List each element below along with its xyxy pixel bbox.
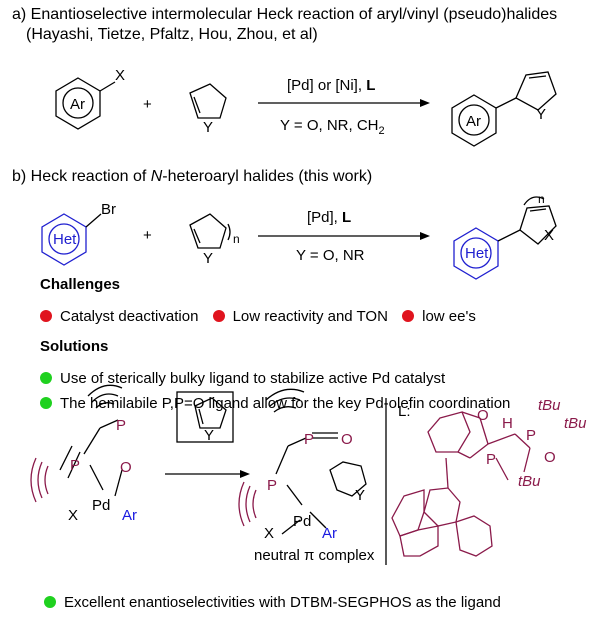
green-bullet-icon	[40, 397, 52, 409]
br-label: Br	[101, 201, 116, 218]
aryl-halide-structure	[55, 77, 116, 130]
footer-text: Excellent enantioselectivities with DTBM…	[64, 594, 501, 611]
arc-left-3	[30, 457, 37, 503]
ligand-p-oxide: P	[526, 427, 536, 444]
red-bullet-icon	[40, 310, 52, 322]
mech-arrow-head	[240, 470, 250, 478]
mech-left-pd: Pd	[92, 497, 110, 514]
solution-text: Use of sterically bulky ligand to stabil…	[60, 370, 446, 387]
reagent-box	[176, 391, 234, 443]
product-b-alkene	[497, 196, 557, 245]
pd-complex-right	[265, 388, 367, 535]
mech-right-p-top: P	[304, 431, 314, 448]
pd-complex-left	[59, 384, 123, 497]
cyclic-alkene-a	[189, 83, 227, 119]
ligand-p-ring: P	[486, 451, 496, 468]
ligand-o: O	[477, 407, 489, 424]
mech-reagent-y: Y	[204, 427, 214, 444]
mech-right-y: Y	[355, 487, 365, 504]
y-options-b: Y = O, NR	[296, 247, 365, 264]
arc-left-1	[44, 465, 49, 495]
arc-right-3	[238, 481, 245, 527]
plus-sign-b: +	[143, 227, 152, 244]
conditions-b-ligand: L	[342, 209, 351, 226]
solutions-heading: Solutions	[40, 338, 109, 355]
mech-left-p-top: P	[116, 417, 126, 434]
ligand-tbu-3: tBu	[518, 473, 541, 490]
challenges-heading: Challenges	[40, 276, 121, 293]
product-a-y: Y	[536, 106, 546, 123]
section-b-title-post: -heteroaryl halides (this work)	[162, 168, 373, 185]
alkene-y-label-a: Y	[203, 119, 213, 136]
product-a-structure	[451, 71, 557, 147]
section-a-authors: (Hayashi, Tietze, Pfaltz, Hou, Zhou, et …	[26, 26, 318, 43]
het-label: Het	[53, 231, 77, 248]
y-options-a-sub: 2	[379, 125, 385, 137]
solution-text: The hemilabile P,P=O ligand allow for th…	[60, 395, 511, 412]
plus-sign-a: +	[143, 96, 152, 113]
y-options-a-text: Y = O, NR, CH	[280, 117, 379, 134]
conditions-b: [Pd], L	[307, 209, 351, 226]
product-b-x: X	[544, 227, 554, 244]
product-b-het: Het	[465, 245, 489, 262]
ligand-tag: L:	[398, 403, 411, 420]
c-br-bond	[85, 213, 102, 228]
solution-item-2: The hemilabile P,P=O ligand allow for th…	[40, 395, 510, 412]
product-b-n: n	[538, 192, 545, 206]
mech-right-pd: Pd	[293, 513, 311, 530]
section-a-title: a) Enantioselective intermolecular Heck …	[12, 6, 558, 23]
mech-right-p: P	[267, 477, 277, 494]
conditions-a-ligand: L	[366, 77, 375, 94]
arrow-head-b	[420, 232, 430, 240]
ligand-structure	[391, 411, 531, 557]
green-bullet-icon	[40, 372, 52, 384]
mech-right-o: O	[341, 431, 353, 448]
alkene-y-label-b: Y	[203, 250, 213, 267]
red-bullet-icon	[402, 310, 415, 322]
y-options-a: Y = O, NR, CH2	[280, 117, 385, 137]
challenge-item: low ee's	[422, 308, 476, 325]
green-bullet-icon	[44, 596, 56, 608]
mech-alkene-reagent	[194, 397, 227, 429]
conditions-a-catalyst: [Pd] or [Ni],	[287, 77, 366, 94]
neutral-pi-complex-label: neutral π complex	[254, 547, 375, 564]
footer-line: Excellent enantioselectivities with DTBM…	[44, 594, 501, 611]
section-b-title: b) Heck reaction of N-heteroaryl halides…	[12, 168, 372, 186]
ligand-tbu-2: tBu	[564, 415, 587, 432]
ring-n-label: n	[233, 232, 240, 246]
ligand-tbu-1: tBu	[538, 397, 561, 414]
mech-left-ar: Ar	[122, 507, 137, 524]
solution-item-1: Use of sterically bulky ligand to stabil…	[40, 370, 445, 387]
mech-right-ar: Ar	[322, 525, 337, 542]
section-b-title-pre: b) Heck reaction of	[12, 168, 151, 185]
conditions-a: [Pd] or [Ni], L	[287, 77, 375, 94]
mech-right-x: X	[264, 525, 274, 542]
ligand-o2: O	[544, 449, 556, 466]
red-bullet-icon	[212, 310, 225, 322]
product-a-ar: Ar	[466, 113, 481, 130]
mech-left-o: O	[120, 459, 132, 476]
mech-left-x: X	[68, 507, 78, 524]
arrow-head-a	[420, 99, 430, 107]
section-b-title-italic: N	[150, 168, 163, 185]
arc-right-2	[245, 485, 251, 523]
challenge-item: Catalyst deactivation	[60, 308, 199, 325]
aryl-label: Ar	[70, 96, 85, 113]
challenge-item: Low reactivity and TON	[232, 308, 388, 325]
mech-left-p: P	[70, 457, 80, 474]
halide-label: X	[115, 67, 125, 84]
arc-right-1	[252, 489, 257, 519]
arc-left-2	[37, 461, 43, 499]
conditions-b-catalyst: [Pd],	[307, 209, 342, 226]
cyclic-alkene-b	[189, 213, 231, 249]
challenges-list: Catalyst deactivation Low reactivity and…	[40, 308, 476, 325]
ligand-h: H	[502, 415, 513, 432]
